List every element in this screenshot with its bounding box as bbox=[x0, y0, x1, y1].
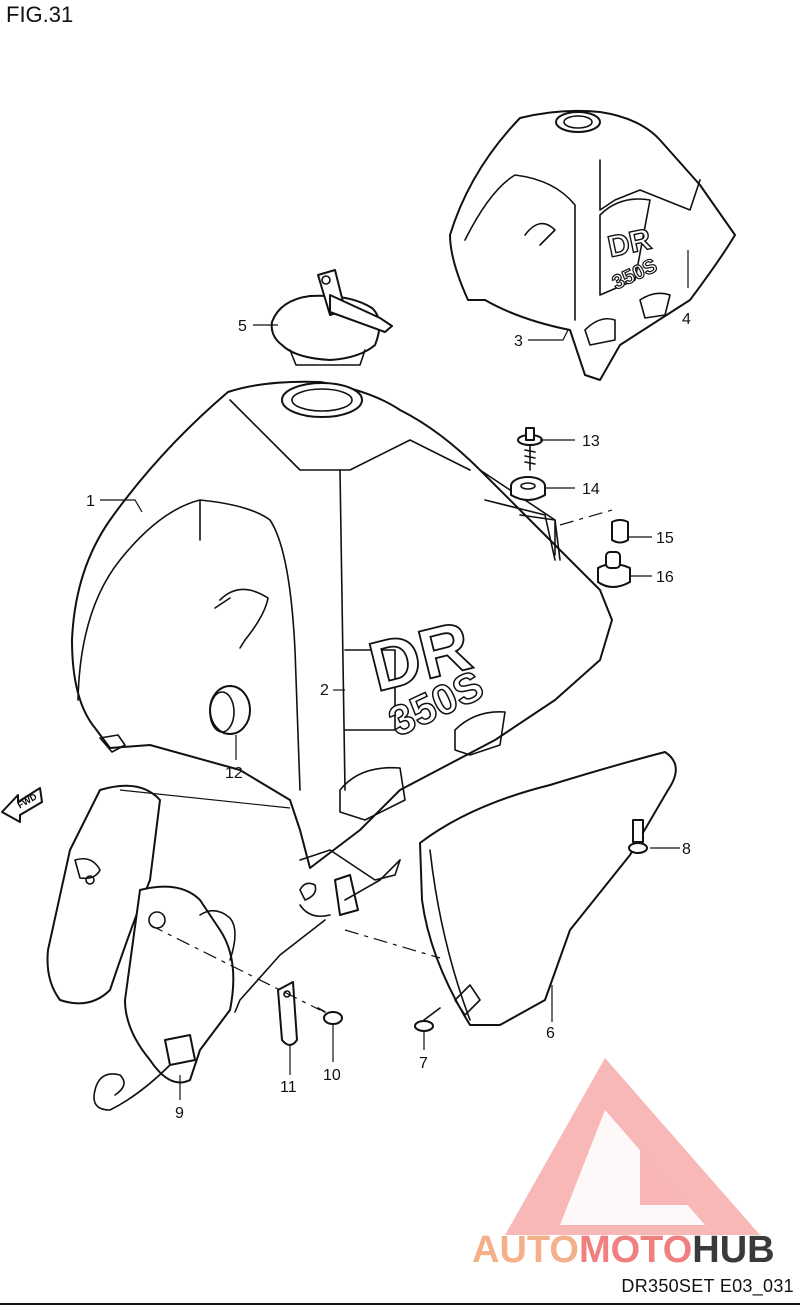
fuel-cap bbox=[270, 269, 393, 366]
callout-1: 1 bbox=[86, 493, 95, 510]
clamp bbox=[277, 981, 298, 1046]
callout-7: 7 bbox=[419, 1055, 428, 1072]
screw-7 bbox=[414, 1007, 441, 1032]
callout-13: 13 bbox=[582, 433, 600, 450]
callout-8: 8 bbox=[682, 841, 691, 858]
callout-6: 6 bbox=[546, 1025, 555, 1042]
callout-4: 4 bbox=[682, 311, 691, 328]
figure-label: FIG.31 bbox=[6, 2, 74, 27]
diagram-code: DR350SET E03_031 bbox=[621, 1276, 794, 1296]
mount-bolt bbox=[517, 427, 543, 471]
callout-11: 11 bbox=[280, 1079, 297, 1096]
watermark-hub: HUB bbox=[692, 1229, 774, 1271]
main-fuel-tank: DR 350S bbox=[71, 380, 613, 916]
tank-knob bbox=[209, 685, 251, 735]
side-cover bbox=[419, 751, 677, 1026]
inset-fuel-tank: DR 350S bbox=[449, 109, 736, 381]
assembly-line bbox=[149, 924, 321, 1011]
callout-3: 3 bbox=[514, 333, 523, 350]
assembly-line bbox=[344, 929, 441, 959]
callout-16: 16 bbox=[656, 569, 674, 586]
watermark-moto: MOTO bbox=[579, 1229, 692, 1271]
collar bbox=[611, 519, 629, 544]
callout-2: 2 bbox=[320, 682, 329, 699]
rubber-grommet bbox=[510, 476, 546, 501]
callout-12: 12 bbox=[225, 765, 243, 782]
rubber-cushion bbox=[597, 551, 631, 588]
fwd-arrow: FWD bbox=[1, 787, 43, 823]
leader-lines bbox=[100, 250, 689, 1100]
heat-shield bbox=[46, 784, 236, 1111]
callout-15: 15 bbox=[656, 530, 674, 547]
bottom-rule bbox=[0, 1303, 800, 1305]
screw-8 bbox=[628, 819, 648, 854]
watermark-logo: AUTOMOTOHUB bbox=[472, 1058, 775, 1271]
callout-9: 9 bbox=[175, 1105, 184, 1122]
frame-bracket bbox=[234, 849, 401, 1013]
callout-14: 14 bbox=[582, 481, 600, 498]
watermark-text: AUTOMOTOHUB bbox=[472, 1229, 775, 1271]
callout-5: 5 bbox=[238, 318, 247, 335]
watermark-auto: AUTO bbox=[472, 1229, 579, 1271]
bolt-10 bbox=[317, 1007, 343, 1025]
callout-10: 10 bbox=[323, 1067, 341, 1084]
assembly-line bbox=[119, 789, 291, 809]
